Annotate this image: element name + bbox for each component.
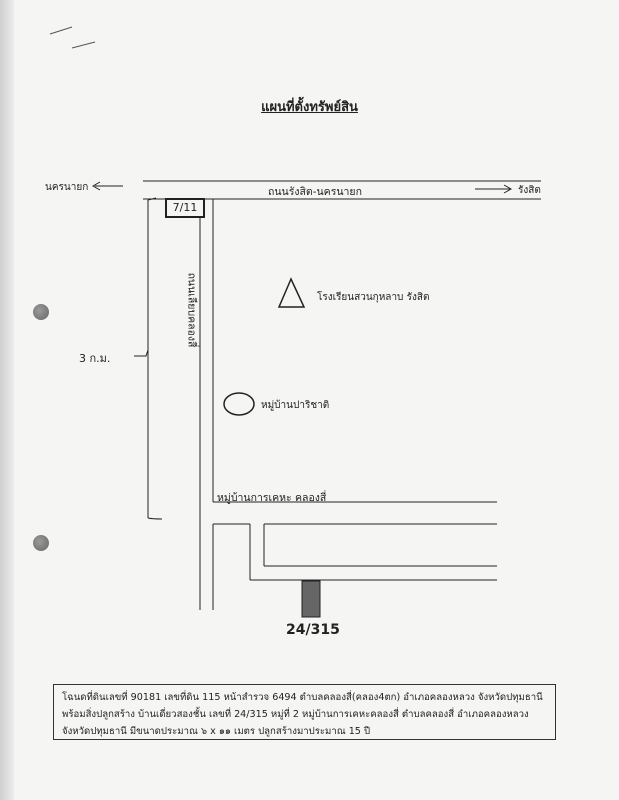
punch-hole-top (33, 304, 49, 320)
school-triangle-icon (277, 277, 306, 308)
east-arrowhead (503, 184, 513, 194)
target-plot (301, 580, 321, 618)
side-road-label: ถนนเลียบคลองสี่ (185, 272, 198, 348)
west-label: นครนายก (45, 182, 89, 193)
info-line-1: โฉนดที่ดินเลขที่ 90181 เลขที่ดิน 115 หน้… (62, 692, 543, 703)
scribble-mark (49, 26, 73, 35)
village2-label: หมู่บ้านการเคหะ คลองสี่ (217, 492, 327, 504)
paper-edge (0, 0, 14, 800)
east-label: รังสิต (518, 185, 541, 196)
distance-label: 3 ก.ม. (79, 352, 111, 365)
plot-number-label: 24/315 (286, 622, 340, 638)
west-arrowhead (91, 181, 101, 191)
school-label: โรงเรียนสวนกุหลาบ รังสิต (317, 292, 430, 303)
punch-hole-bottom (33, 535, 49, 551)
main-road-label: ถนนรังสิต-นครนายก (268, 186, 362, 198)
scribble-mark (71, 41, 96, 49)
info-line-3: จังหวัดปทุมธานี มีขนาดประมาณ ๖ x ๑๑ เมตร… (62, 726, 371, 737)
info-line-2: พร้อมสิ่งปลูกสร้าง บ้านเดี่ยวสองชั้น เลข… (62, 709, 529, 720)
distance-bracket-ticks (147, 197, 163, 520)
page-title: แผนที่ตั้งทรัพย์สิน (261, 100, 358, 115)
shop-marker: 7/11 (165, 198, 205, 218)
distance-bracket-notch (134, 349, 149, 357)
property-info-box: โฉนดที่ดินเลขที่ 90181 เลขที่ดิน 115 หน้… (53, 684, 556, 740)
village-circle-icon (223, 392, 255, 416)
village1-label: หมู่บ้านปาริชาติ (261, 400, 330, 411)
